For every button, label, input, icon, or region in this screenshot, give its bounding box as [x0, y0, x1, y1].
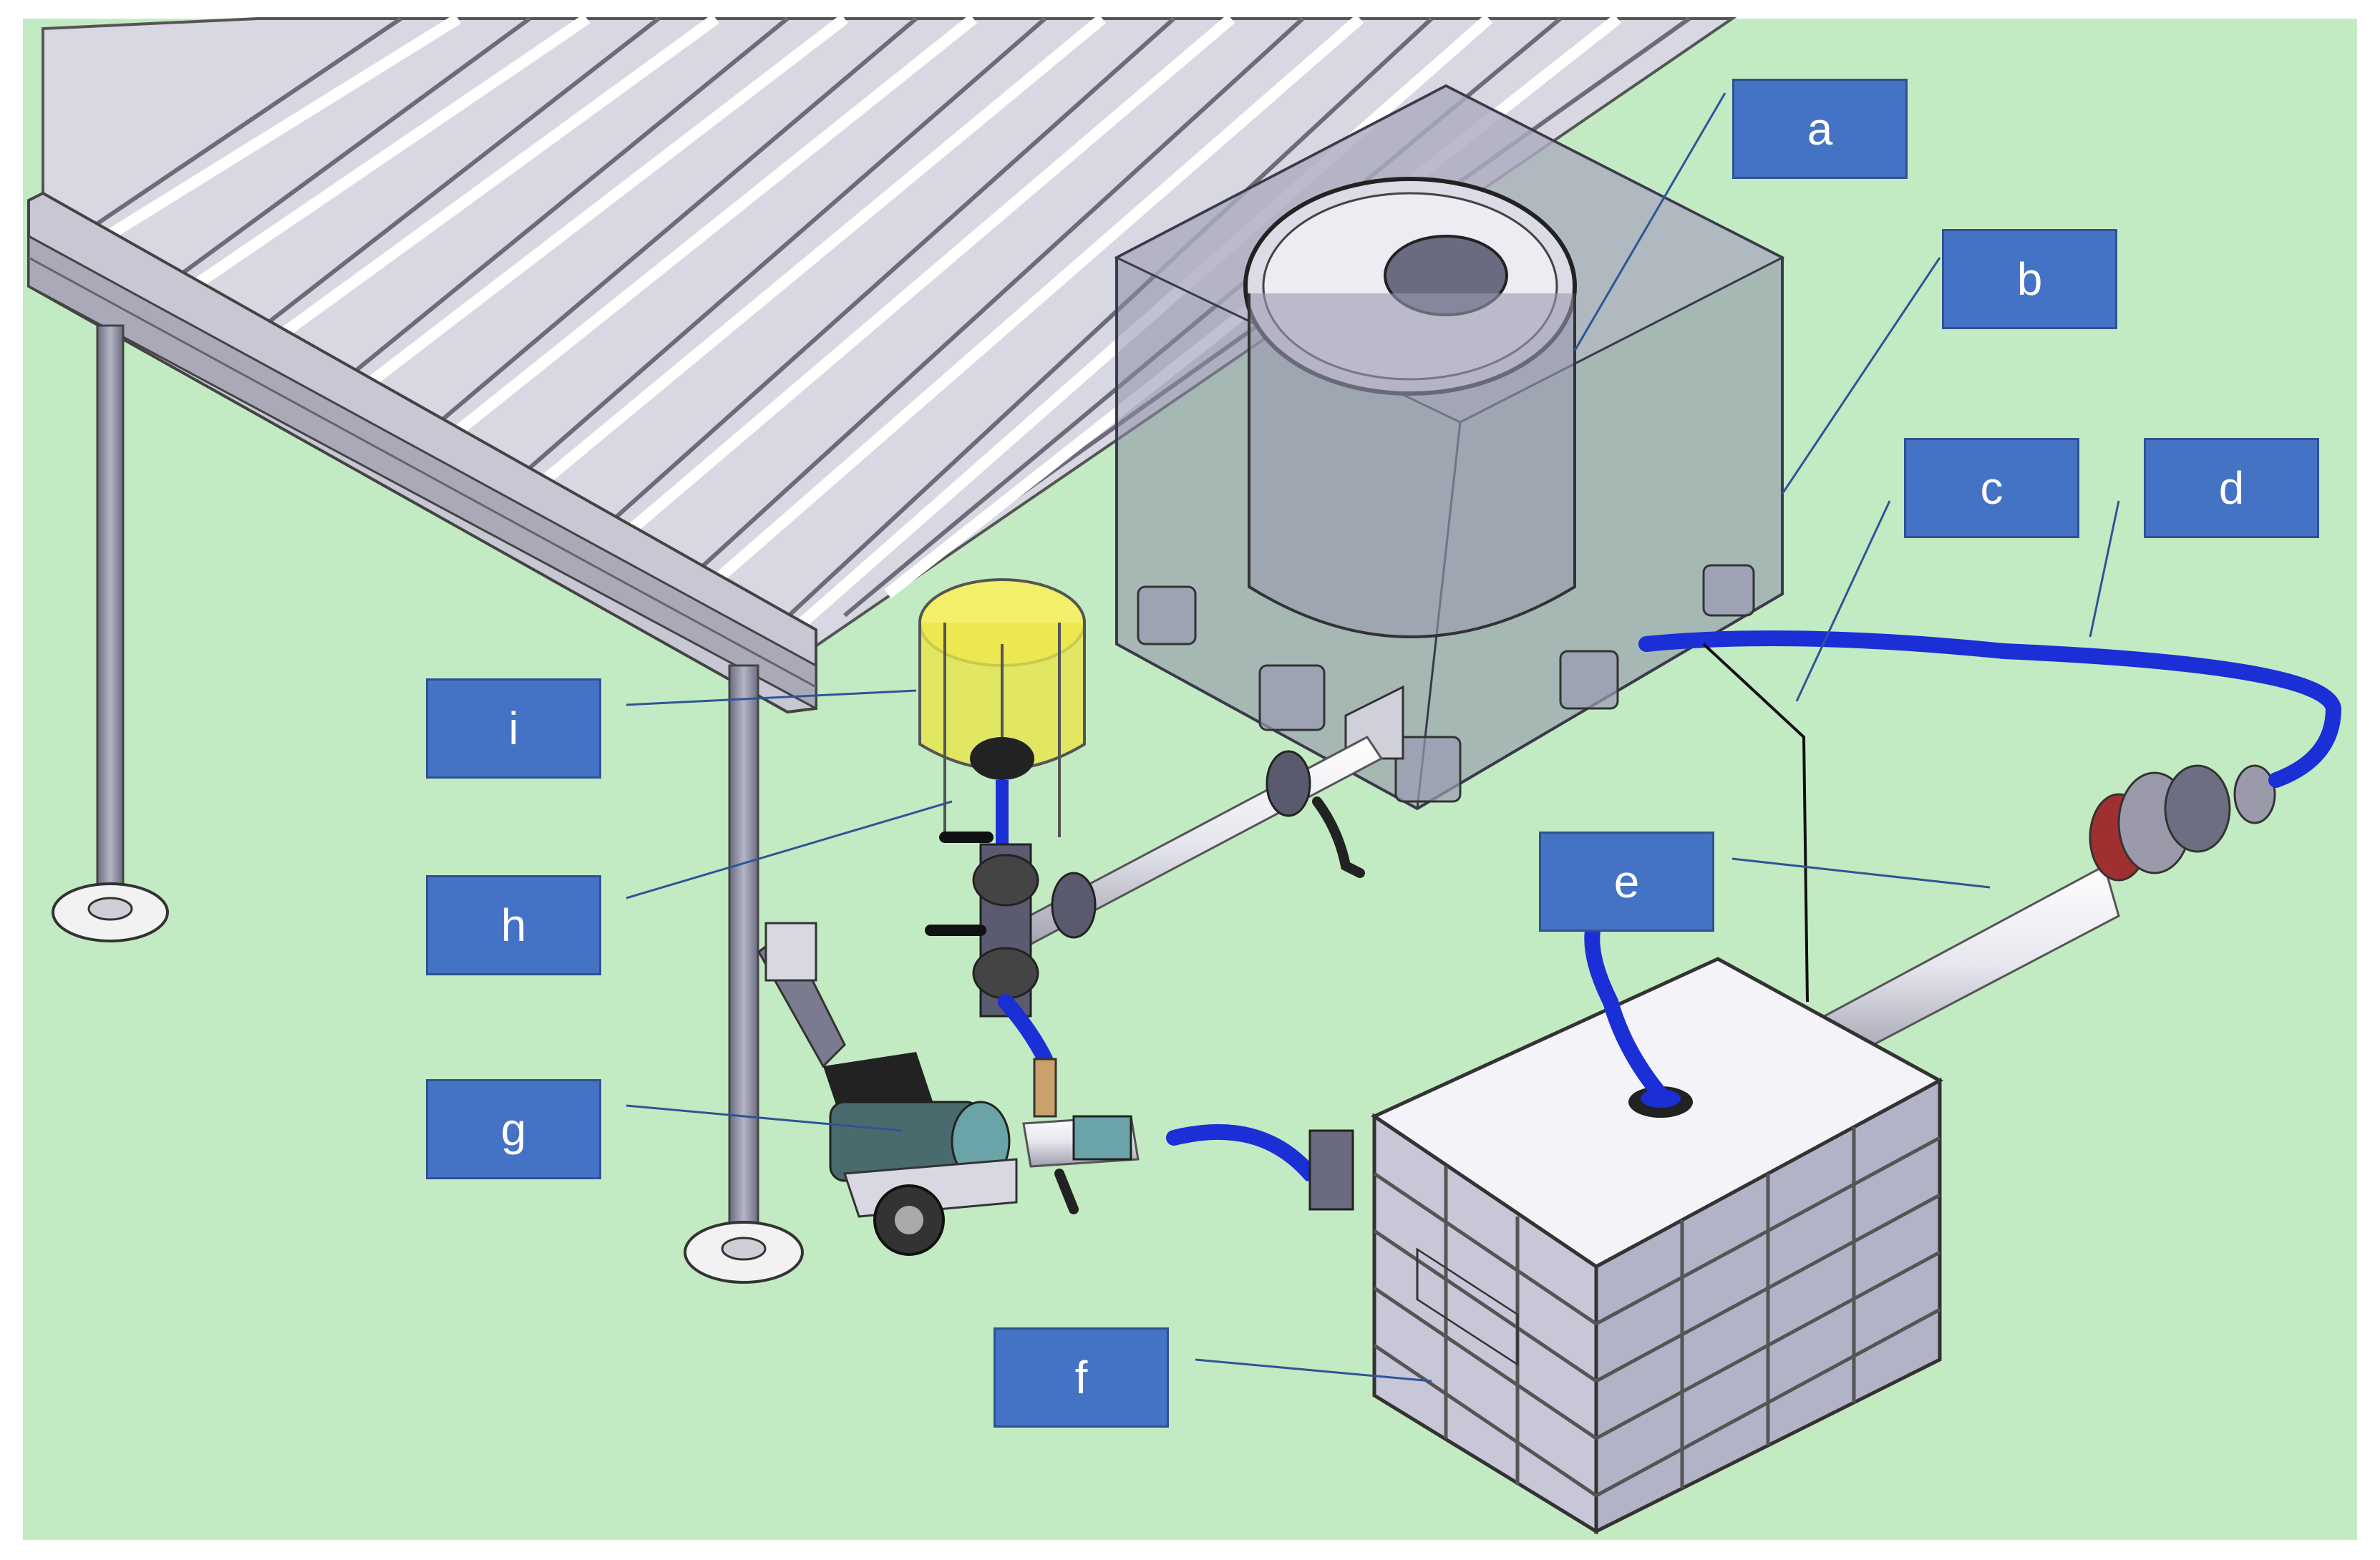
valve-assembly: [925, 832, 1057, 1118]
leader-line-b: [1781, 257, 1941, 494]
pump-unit: [757, 922, 1354, 1256]
leader-line-g: [626, 1104, 903, 1132]
leader-line-h: [626, 800, 953, 900]
label-d: d: [2144, 438, 2319, 538]
dosing-tank: [918, 578, 1086, 844]
label-f: f: [994, 1327, 1169, 1428]
label-b: b: [1942, 229, 2117, 329]
leader-line-a: [1573, 92, 1726, 351]
label-a: a: [1732, 79, 1908, 179]
overflow-hose: [1638, 630, 2342, 788]
ibc-inlet-hose: [1584, 922, 1669, 1103]
storage-tank-frame: [1114, 84, 1785, 811]
leader-line-e: [1731, 857, 1991, 889]
leader-line-f: [1195, 1358, 1432, 1383]
label-i: i: [426, 678, 601, 779]
leader-line-c: [1795, 500, 1891, 702]
leader-line-i: [626, 689, 917, 706]
leader-lines: [626, 92, 2120, 1383]
label-h: h: [426, 875, 601, 975]
leader-line-d: [2089, 500, 2120, 638]
label-c: c: [1904, 438, 2079, 538]
level-sensor-cable: [1702, 643, 1809, 1003]
label-e: e: [1539, 832, 1714, 932]
main-pipe: [1000, 736, 2276, 1068]
ibc-tank: [1370, 957, 1944, 1535]
label-g: g: [426, 1079, 601, 1179]
